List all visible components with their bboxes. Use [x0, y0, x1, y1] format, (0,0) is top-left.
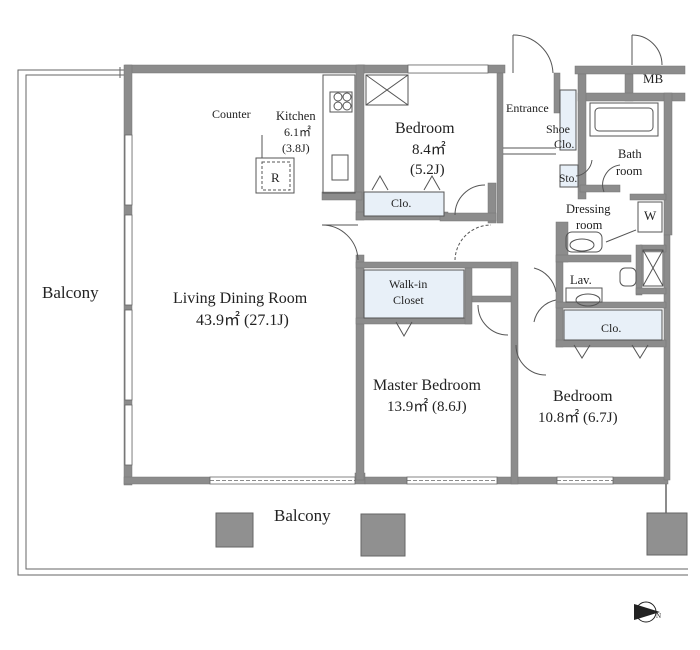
- dressing-line2: room: [576, 218, 603, 232]
- master-area: 13.9㎡ (8.6J): [387, 398, 467, 415]
- shoe-closet-line2: Clo.: [554, 137, 574, 151]
- compass-north-letter: N: [656, 612, 661, 620]
- compass-icon: N: [634, 601, 661, 623]
- lavatory-label: Lav.: [570, 273, 592, 287]
- bathroom-line2: room: [616, 164, 643, 178]
- shaft: [365, 74, 664, 287]
- bath-fixtures: [565, 102, 663, 307]
- closets: [363, 89, 663, 341]
- storage-label: Sto.: [559, 173, 577, 185]
- fridge-label: R: [271, 170, 280, 185]
- bedroom-north-name: Bedroom: [395, 120, 455, 137]
- bedroom-east-area: 10.8㎡ (6.7J): [538, 409, 618, 426]
- washer-label: W: [644, 208, 657, 223]
- counter-label: Counter: [212, 107, 251, 121]
- closet-north-label: Clo.: [391, 196, 411, 210]
- walkin-line2: Closet: [393, 293, 424, 307]
- dressing-line1: Dressing: [566, 202, 611, 216]
- kitchen-name: Kitchen: [276, 109, 316, 123]
- bedroom-north-area: 8.4㎡: [412, 141, 446, 158]
- kitchen-jo: (3.8J): [282, 141, 310, 155]
- balcony-outline: [17, 67, 688, 576]
- shoe-closet-line1: Shoe: [546, 122, 570, 136]
- balcony-south-label: Balcony: [274, 506, 331, 525]
- balcony-columns: [215, 512, 688, 557]
- living-name: Living Dining Room: [173, 290, 308, 307]
- entrance-label: Entrance: [506, 101, 549, 115]
- bedroom-east-name: Bedroom: [553, 388, 613, 405]
- entrance-lines: [503, 147, 556, 155]
- mb-label: MB: [643, 71, 664, 86]
- closet-door-marks: [371, 174, 649, 359]
- bedroom-north-jo: (5.2J): [410, 162, 445, 178]
- bathroom-line1: Bath: [618, 147, 642, 161]
- balcony-west-label: Balcony: [42, 283, 99, 302]
- closet-east-label: Clo.: [601, 321, 621, 335]
- kitchen-counter: [255, 74, 356, 194]
- kitchen-area: 6.1㎡: [284, 125, 311, 139]
- walkin-line1: Walk-in: [389, 277, 427, 291]
- labels: Balcony Balcony Living Dining Room 43.9㎡…: [42, 71, 664, 525]
- living-area: 43.9㎡ (27.1J): [196, 311, 289, 329]
- doors: [321, 34, 663, 376]
- windows: [124, 64, 614, 485]
- master-name: Master Bedroom: [373, 377, 482, 394]
